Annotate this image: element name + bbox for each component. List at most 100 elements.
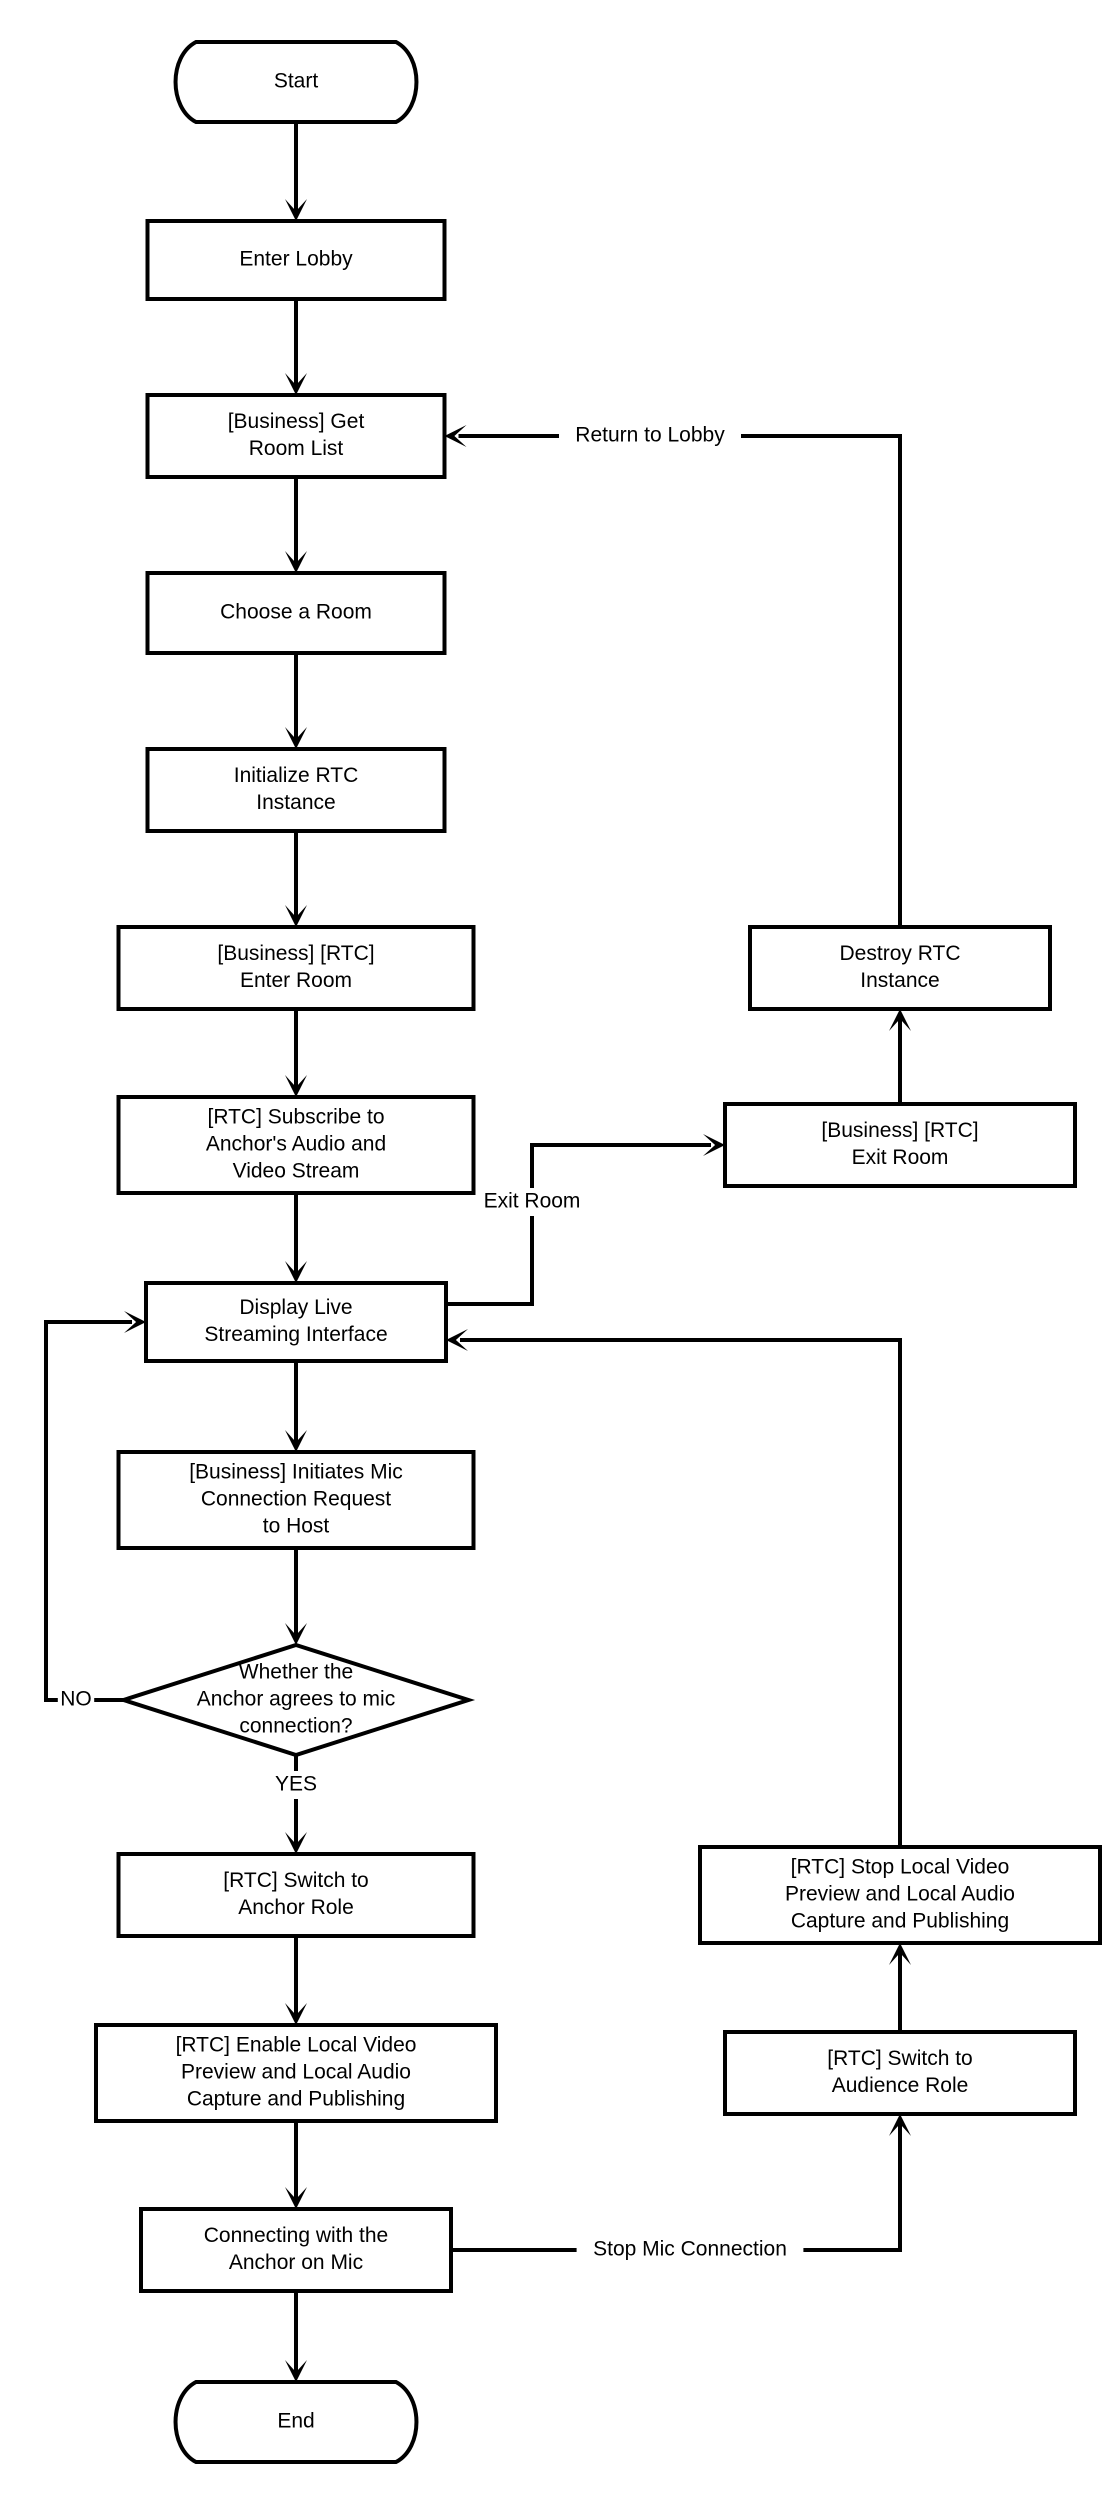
arrow-head xyxy=(285,905,307,927)
node-end[interactable]: End xyxy=(173,2380,419,2464)
node-label: Anchor's Audio and xyxy=(206,1133,386,1156)
edge-display-live-to-exit-room-label: Exit Room xyxy=(484,1190,581,1213)
edge-label-backing xyxy=(57,1686,95,1714)
node-label: Anchor agrees to mic xyxy=(197,1688,395,1711)
arrow-head xyxy=(285,373,307,395)
edge-decision-yes-to-switch-anchor-label: YES xyxy=(275,1773,317,1796)
node-outline xyxy=(144,1281,448,1363)
edge-path xyxy=(446,1143,711,1306)
arrow-head xyxy=(285,2360,307,2382)
node-label: Display Live xyxy=(239,1296,352,1319)
node-label: Whether the xyxy=(239,1661,353,1684)
node-label: Room List xyxy=(249,437,344,460)
node-label: Destroy RTC xyxy=(840,942,961,965)
arrow-head xyxy=(285,2003,307,2025)
node-label: End xyxy=(277,2410,314,2433)
edge-stop-local-to-display-live xyxy=(446,1329,902,1847)
arrow-head xyxy=(285,1623,307,1645)
node-choose-room[interactable]: Choose a Room xyxy=(145,571,447,655)
node-outline xyxy=(145,219,447,301)
node-label: Instance xyxy=(256,791,335,814)
edge-label-backing xyxy=(559,422,741,450)
node-label: [Business] Initiates Mic xyxy=(189,1461,403,1484)
node-label: Exit Room xyxy=(852,1146,949,1169)
arrow-head xyxy=(124,1311,146,1333)
edge-path xyxy=(458,434,902,927)
node-outline xyxy=(723,1102,1077,1188)
node-label: Instance xyxy=(860,969,939,992)
node-outline xyxy=(139,2207,453,2293)
node-enter-lobby[interactable]: Enter Lobby xyxy=(145,219,447,301)
node-label: Choose a Room xyxy=(220,601,372,624)
edge-destroy-rtc-to-get-room-list-label: Return to Lobby xyxy=(575,424,725,447)
edge-decision-yes-to-switch-anchor: YES xyxy=(272,1755,320,1854)
arrow-head xyxy=(285,1261,307,1283)
node-label: Start xyxy=(274,70,319,93)
node-label: [RTC] Stop Local Video xyxy=(791,1856,1010,1879)
node-outline xyxy=(116,1642,476,1758)
edge-switch-audience-to-stop-local xyxy=(889,1943,911,2032)
edge-enable-local-to-connecting xyxy=(285,2121,307,2209)
node-start[interactable]: Start xyxy=(173,40,419,124)
edge-label-backing xyxy=(576,2236,804,2264)
node-exit-room[interactable]: [Business] [RTC] Exit Room xyxy=(723,1102,1077,1188)
node-label: Audience Role xyxy=(832,2074,969,2097)
edge-exit-room-to-destroy-rtc xyxy=(889,1009,911,1104)
edge-label-backing xyxy=(272,1771,320,1799)
arrow-head xyxy=(889,2114,911,2136)
edge-destroy-rtc-to-get-room-list: Return to Lobby xyxy=(444,422,902,927)
edge-path xyxy=(451,2124,902,2252)
arrow-head xyxy=(285,1430,307,1452)
node-outline xyxy=(698,1845,1102,1945)
node-outline xyxy=(145,571,447,655)
edge-get-room-list-to-choose-room xyxy=(285,477,307,573)
node-label: Preview and Local Audio xyxy=(181,2061,411,2084)
node-outline xyxy=(748,925,1052,1011)
arrow-head xyxy=(285,199,307,221)
edge-label-backing xyxy=(474,1188,590,1216)
edge-decision-no-to-display-live-label: NO xyxy=(60,1688,92,1711)
node-outline xyxy=(94,2023,498,2123)
edge-subscribe-to-display-live xyxy=(285,1193,307,1283)
edge-path xyxy=(460,1338,902,1847)
node-outline xyxy=(145,747,447,833)
node-outline xyxy=(723,2030,1077,2116)
node-label: [Business] [RTC] xyxy=(821,1119,978,1142)
node-label: Anchor on Mic xyxy=(229,2251,363,2274)
node-label: Connection Request xyxy=(201,1488,391,1511)
edge-display-live-to-initiate-mic xyxy=(285,1361,307,1452)
node-outline xyxy=(116,1450,476,1550)
node-destroy-rtc[interactable]: Destroy RTC Instance xyxy=(748,925,1052,1011)
edge-connecting-mic-to-switch-audience: Stop Mic Connection xyxy=(451,2114,911,2264)
arrow-head xyxy=(889,1009,911,1031)
arrow-head xyxy=(444,425,467,447)
edge-decision-no-to-display-live: NO xyxy=(44,1311,146,1714)
edge-init-rtc-to-enter-room xyxy=(285,831,307,927)
arrow-head xyxy=(889,1943,911,1965)
node-label: to Host xyxy=(263,1515,330,1538)
node-outline xyxy=(116,1095,476,1195)
arrow-head xyxy=(446,1329,468,1351)
node-outline xyxy=(116,925,476,1011)
node-label: Capture and Publishing xyxy=(187,2088,405,2111)
node-label: Connecting with the xyxy=(204,2224,388,2247)
node-enter-room[interactable]: [Business] [RTC]Enter Room xyxy=(116,925,476,1011)
node-outline xyxy=(116,1852,476,1938)
edge-choose-room-to-init-rtc xyxy=(285,653,307,749)
node-outline xyxy=(145,393,447,479)
node-label: connection? xyxy=(239,1715,352,1738)
